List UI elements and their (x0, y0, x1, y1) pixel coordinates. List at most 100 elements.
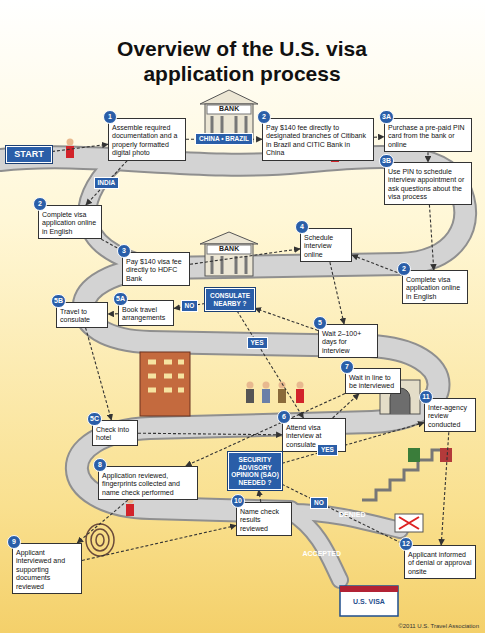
start-sign: START (6, 146, 52, 163)
person-head (263, 382, 270, 389)
bank-building (205, 244, 253, 276)
node-text: Inter-agency review conducted (428, 404, 472, 429)
person-head (297, 382, 304, 389)
road-edge (0, 157, 465, 512)
stairs (362, 450, 446, 500)
node-text: Travel to consulate (60, 308, 104, 325)
flow-connector (441, 432, 449, 545)
denied-cross (399, 517, 419, 529)
edge-label: INDIA (94, 177, 120, 189)
callout-number: 5B (51, 294, 66, 308)
text-label: BANK (219, 245, 239, 253)
process-box: 7Wait in line to be interviewed (345, 368, 401, 394)
flow-connector (77, 500, 128, 543)
hotel-building (140, 352, 190, 416)
process-box: 3APurchase a pre-paid PIN card from the … (384, 118, 472, 152)
flow-connector (190, 249, 300, 264)
flow-connector (352, 255, 402, 274)
node-text: Wait 2–100+ days for interview (322, 330, 374, 355)
person-body (126, 504, 134, 516)
flow-connector (255, 308, 318, 330)
flow-connector (282, 484, 405, 545)
callout-number: 1 (103, 110, 117, 124)
callout-number: 10 (231, 494, 245, 508)
node-text: Assemble required documentation and a pr… (112, 124, 182, 158)
callout-number: 4 (295, 220, 309, 234)
edge-label: NO (181, 300, 199, 312)
diagram-title: Overview of the U.S. visa application pr… (62, 36, 422, 86)
callout-number: 2 (33, 197, 47, 211)
callout-number: 6 (277, 410, 291, 424)
node-text: Pay $140 fee directly to designated bran… (266, 124, 370, 158)
review-box (440, 448, 452, 462)
flow-connector (259, 490, 261, 502)
edge-label: CHINA • BRAZIL (195, 133, 253, 145)
process-box: 5BTravel to consulate (56, 302, 108, 328)
bank-lintel (207, 105, 251, 114)
visa-document (340, 586, 398, 616)
flow-connector (52, 144, 108, 151)
person-head (67, 139, 74, 146)
process-box: 3Pay $140 visa fee directly to HDFC Bank (122, 252, 190, 286)
bank-roof (200, 90, 258, 104)
bank-roof (200, 232, 258, 244)
edge-label: NO (310, 497, 328, 509)
bank-columns (212, 256, 246, 274)
node-text: Check into hotel (96, 426, 134, 443)
caption: ©2011 U.S. Travel Association (398, 623, 479, 630)
node-text: Name check results reviewed (240, 508, 288, 533)
node-text: Pay $140 visa fee directly to HDFC Bank (126, 258, 186, 283)
road (290, 512, 340, 580)
person-body (278, 389, 286, 403)
node-text: Complete visa application online in Engl… (42, 211, 98, 236)
callout-number: 5C (87, 412, 102, 426)
callout-number: 5A (113, 292, 128, 306)
process-box: 5Wait 2–100+ days for interview (318, 324, 378, 358)
callout-number: 3 (117, 244, 131, 258)
edge-label: YES (247, 337, 268, 349)
node-text: SECURITY ADVISORY OPINION (SAO) NEEDED ? (231, 456, 279, 486)
node-text: Applicant interviewed and supporting doc… (16, 549, 78, 591)
denied-document (395, 514, 423, 532)
hotel-windows (148, 362, 184, 390)
node-text: Purchase a pre-paid PIN card from the ba… (388, 124, 468, 149)
node-text: START (10, 149, 48, 160)
flow-connector (282, 423, 424, 464)
node-text: Wait in line to be interviewed (349, 374, 397, 391)
flow-connector (108, 313, 118, 314)
callout-number: 9 (7, 535, 21, 549)
callout-number: 2 (257, 110, 271, 124)
process-box: 12Applicant informed of denial or approv… (404, 545, 476, 579)
flow-connector (427, 152, 428, 162)
node-text: Applicant informed of denial or approval… (408, 551, 472, 576)
person-head (247, 382, 254, 389)
process-box: 9Applicant interviewed and supporting do… (12, 543, 82, 594)
flow-connector (138, 433, 282, 435)
flow-connector (237, 311, 303, 418)
process-box: 2Complete visa application online in Eng… (402, 270, 468, 304)
process-box: 11Inter-agency review conducted (424, 398, 476, 432)
node-text: Application reviewed, fingerprints colle… (102, 472, 194, 497)
fingerprint (96, 534, 104, 546)
person-head (279, 382, 286, 389)
callout-number: 7 (340, 360, 354, 374)
flow-connector (374, 136, 384, 137)
callout-number: 3B (379, 154, 394, 168)
flow-connector (86, 328, 112, 420)
node-text: CONSULATE NEARBY ? (208, 292, 252, 307)
text-label: U.S. VISA (353, 598, 385, 606)
person-body (296, 389, 304, 403)
process-box: 2Complete visa application online in Eng… (38, 205, 102, 239)
process-box: 1Assemble required documentation and a p… (108, 118, 186, 161)
process-box: 5CCheck into hotel (92, 420, 138, 446)
fingerprint (91, 529, 109, 551)
flow-connector (330, 262, 344, 324)
flow-connector (333, 394, 359, 418)
text-label: ACCEPTED (303, 550, 342, 558)
edge-label: YES (317, 444, 338, 456)
road (0, 157, 465, 512)
callout-number: 5 (313, 316, 327, 330)
person-body (246, 389, 254, 403)
decision-sign: SECURITY ADVISORY OPINION (SAO) NEEDED ? (228, 452, 282, 490)
